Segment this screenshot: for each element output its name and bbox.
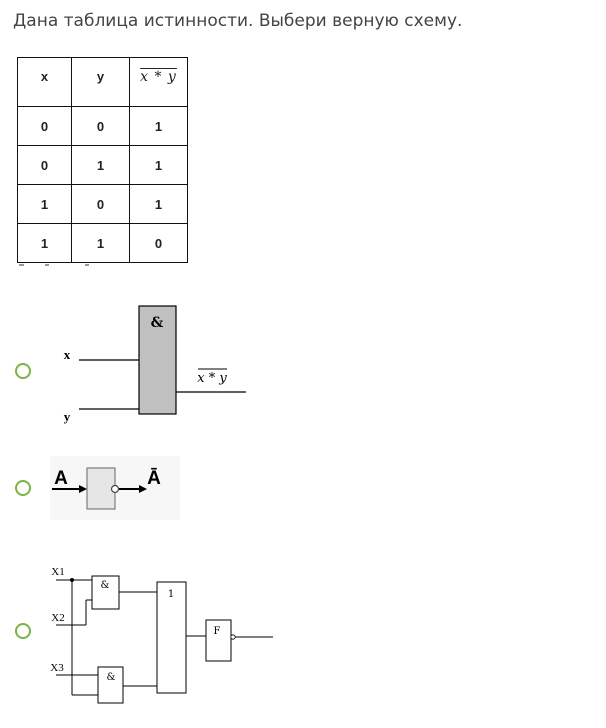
- table-cell: 1: [129, 184, 188, 224]
- table-row: 1 0 1: [17, 184, 188, 224]
- header-result: x * y: [129, 57, 188, 107]
- option-3-radio[interactable]: [15, 623, 31, 639]
- inverter-bubble: [110, 484, 120, 494]
- and-gate-box: [138, 305, 177, 415]
- table-cell: 1: [129, 145, 188, 185]
- input-x-label: x: [64, 347, 71, 362]
- table-cell: 1: [71, 145, 130, 185]
- output-f-gate: [205, 619, 232, 662]
- header-x: x: [17, 57, 72, 107]
- input-x2-label: X2: [51, 612, 64, 624]
- option-2-radio[interactable]: [15, 480, 31, 496]
- and-gate-1-label: &: [101, 580, 110, 591]
- output-not-a-label: Ā: [147, 468, 161, 489]
- table-cell: 1: [71, 223, 130, 263]
- and-gate-2: [97, 666, 124, 704]
- input-a-label: A: [54, 468, 68, 489]
- and-gate-1: [91, 575, 120, 610]
- input-y-label: y: [64, 409, 71, 424]
- question-text: Дана таблица истинности. Выбери верную с…: [13, 11, 463, 31]
- table-cell: 0: [17, 106, 72, 146]
- table-cell: 1: [17, 223, 72, 263]
- option-1-radio[interactable]: [15, 363, 31, 379]
- table-cell: 1: [129, 106, 188, 146]
- clipped-text-remnant: [17, 264, 117, 270]
- table-row: 0 0 1: [17, 106, 188, 146]
- truth-table-header-row: x y x * y: [17, 57, 188, 107]
- table-cell: 0: [129, 223, 188, 263]
- input-x3-label: X3: [50, 662, 64, 674]
- table-cell: 0: [71, 184, 130, 224]
- header-y: y: [71, 57, 130, 107]
- and-gate-label: &: [151, 315, 164, 331]
- table-row: 1 1 0: [17, 223, 188, 263]
- and-gate-2-label: &: [107, 672, 116, 683]
- table-row: 0 1 1: [17, 145, 188, 185]
- or-gate-label: 1: [168, 589, 174, 600]
- output-f-gate-label: F: [214, 626, 221, 637]
- inverter-box: [86, 467, 116, 510]
- header-result-expression: x * y: [140, 69, 177, 85]
- input-x1-label: X1: [51, 566, 64, 578]
- table-cell: 0: [71, 106, 130, 146]
- output-expression-label: x * y: [197, 371, 227, 386]
- or-gate: [156, 581, 187, 694]
- table-cell: 1: [17, 184, 72, 224]
- truth-table: x y x * y 0 0 1 0 1 1 1 0 1 1 1 0: [17, 57, 188, 263]
- table-cell: 0: [17, 145, 72, 185]
